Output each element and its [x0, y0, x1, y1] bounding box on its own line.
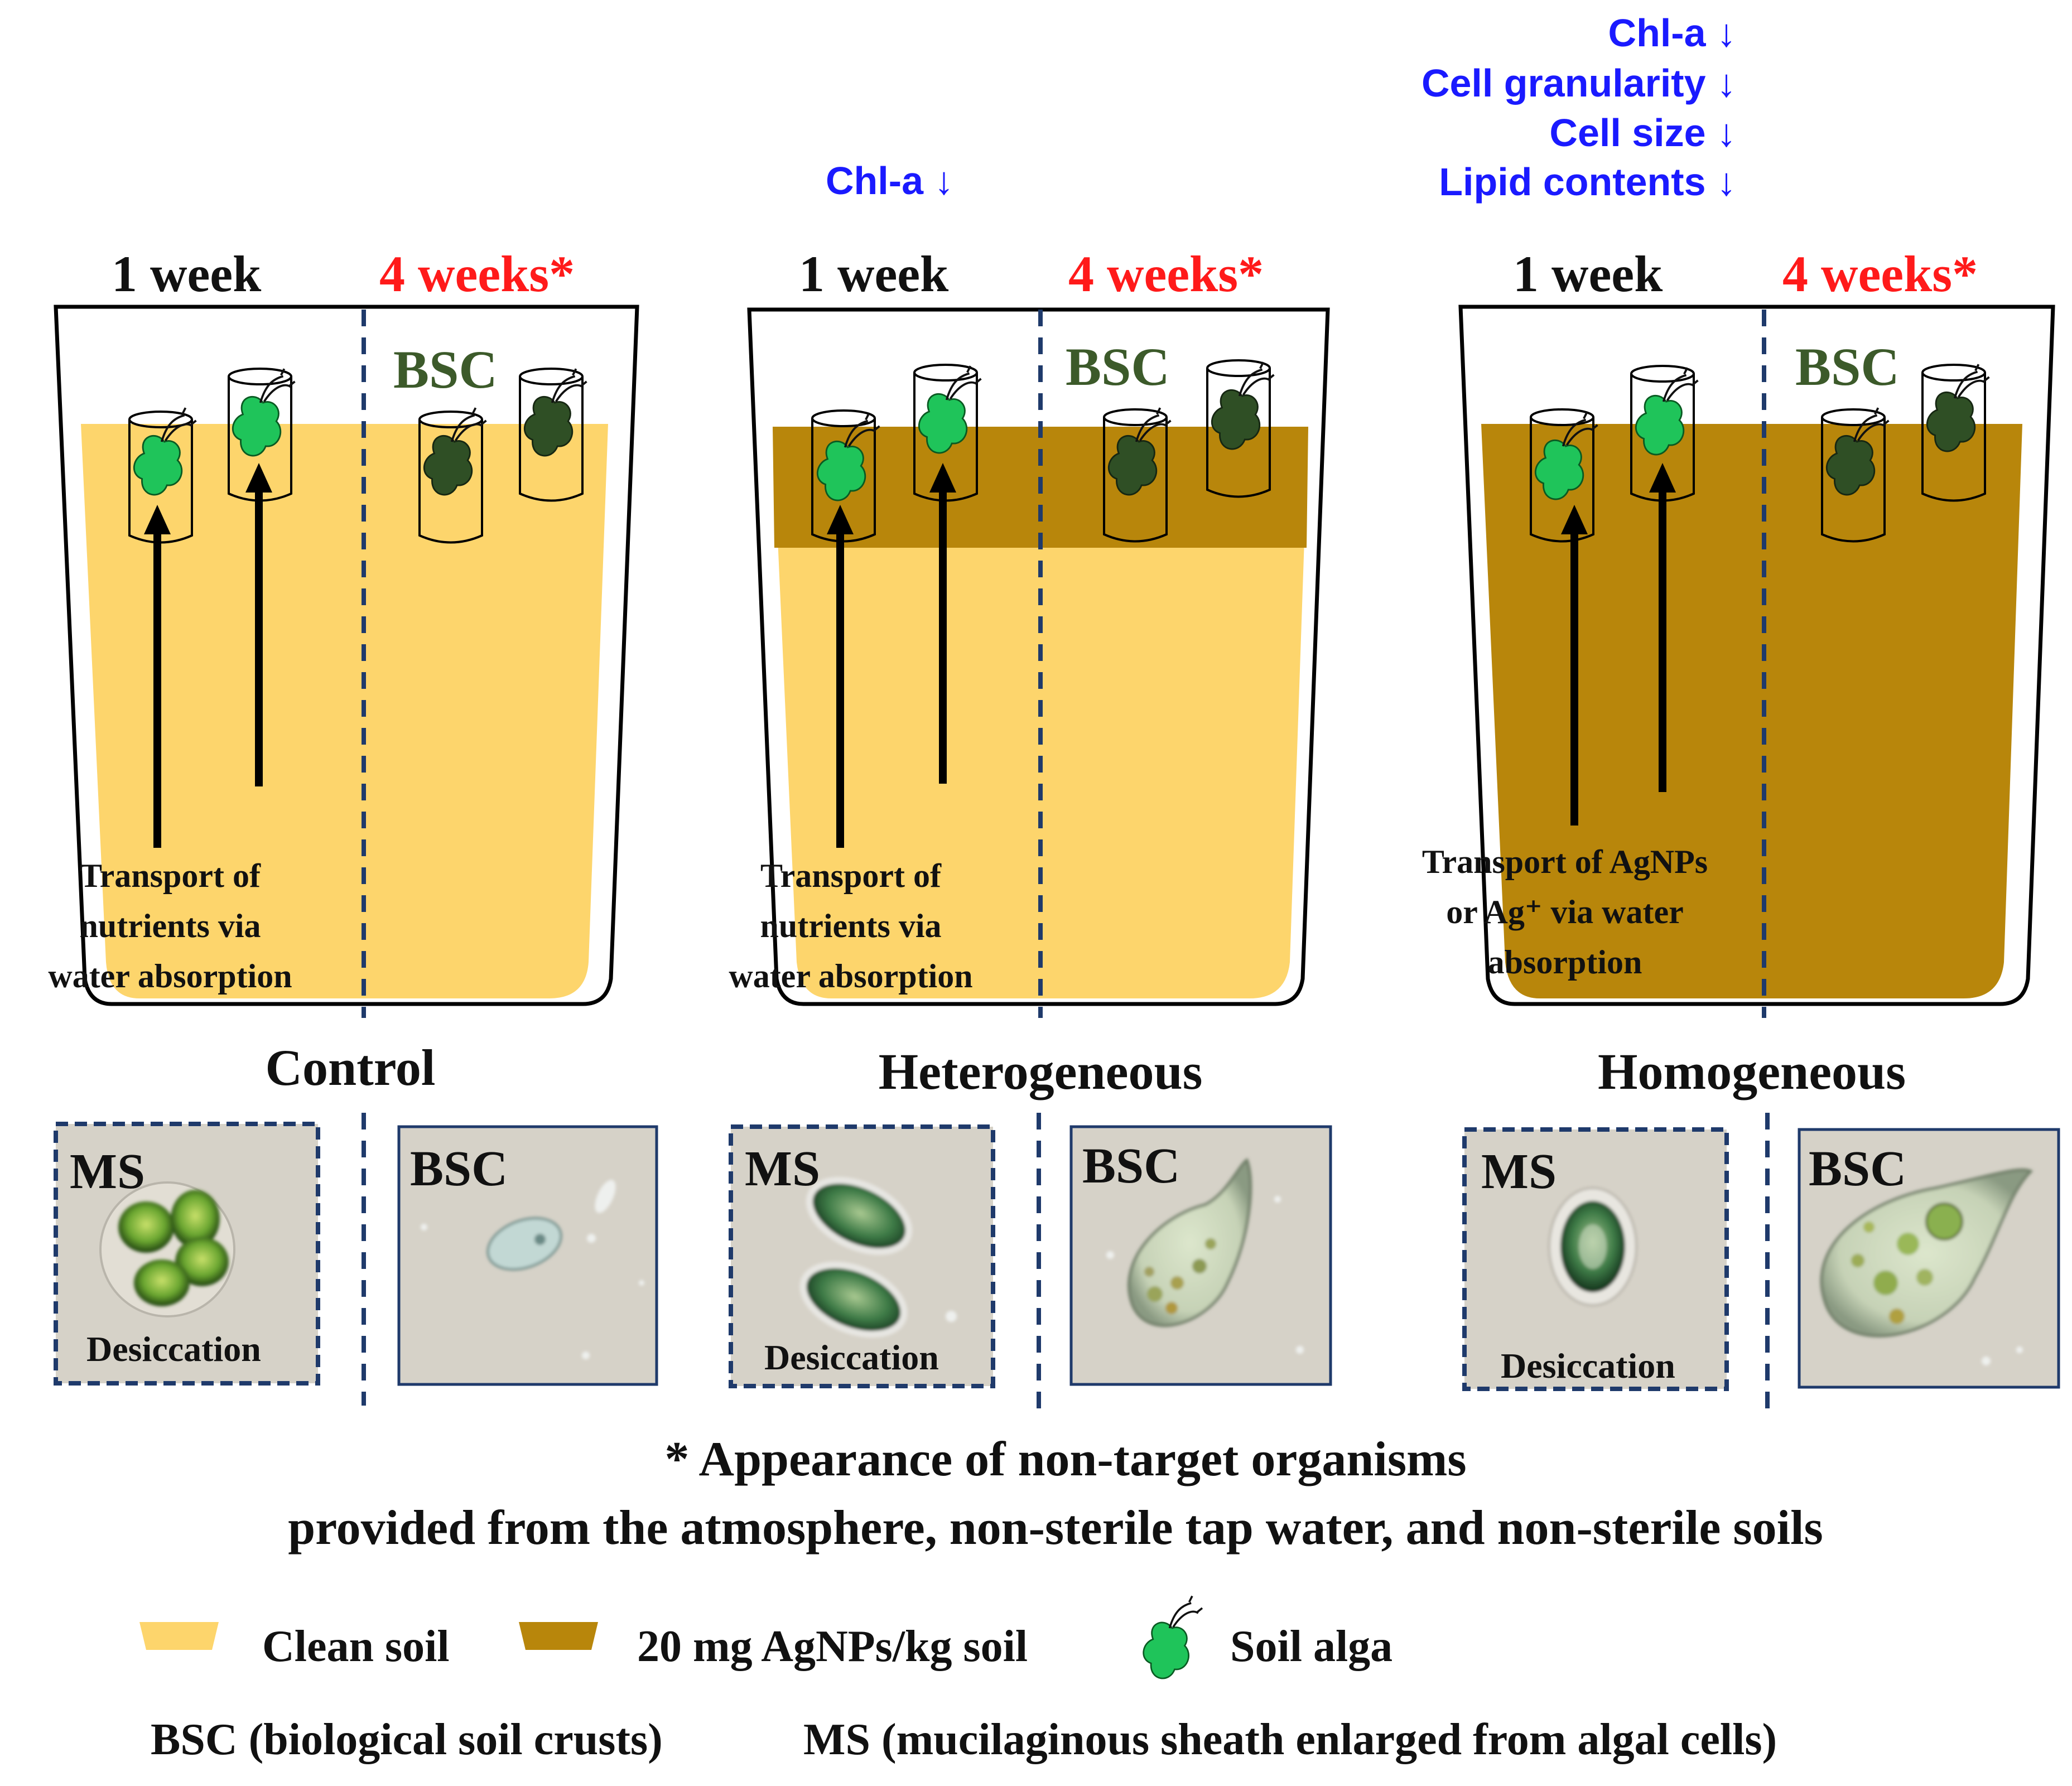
heterogeneous-effect-1: Chl-a ↓	[826, 159, 953, 202]
homogeneous-tube-4	[1921, 363, 1991, 502]
ms-label: MS	[1481, 1144, 1557, 1199]
transport-line: nutrients via	[79, 908, 261, 944]
clean-soil-swatch	[139, 1622, 219, 1650]
transport-line: nutrients via	[760, 908, 941, 944]
homogeneous-ms-micrograph: MS Desiccation	[1462, 1127, 1729, 1391]
legend-clean-soil: Clean soil	[262, 1622, 450, 1671]
transport-line: water absorption	[729, 958, 972, 995]
homogeneous-effect-4: Lipid contents ↓	[1439, 160, 1736, 204]
control-transport-text: Transport of nutrients via water absorpt…	[48, 857, 292, 995]
control-pot-outline	[54, 305, 639, 1006]
homogeneous-treatment-label: Homogeneous	[1598, 1043, 1906, 1100]
heterogeneous-week4-label: 4 weeks*	[1068, 245, 1264, 302]
transport-line: water absorption	[48, 958, 292, 995]
control-tube-4	[519, 368, 588, 502]
transport-line: absorption	[1488, 944, 1642, 981]
legend-bsc-definition: BSC (biological soil crusts)	[151, 1715, 663, 1764]
homogeneous-arrows	[1561, 463, 1676, 826]
bsc-micro-label: BSC	[410, 1141, 508, 1196]
footnote-line2: provided from the atmosphere, non-steril…	[288, 1501, 1823, 1555]
legend: Clean soil 20 mg AgNPs/kg soil Soil alga…	[139, 1595, 1777, 1764]
homogeneous-bsc-micrograph: BSC	[1798, 1128, 2060, 1389]
homogeneous-effect-2: Cell granularity ↓	[1422, 61, 1736, 105]
homogeneous-week1-label: 1 week	[1513, 245, 1663, 302]
bsc-micro-label: BSC	[1809, 1141, 1906, 1196]
homogeneous-transport-text: Transport of AgNPs or Ag⁺ via water abso…	[1422, 843, 1708, 981]
desiccation-label: Desiccation	[764, 1338, 939, 1377]
heterogeneous-tube-4	[1206, 359, 1275, 498]
homogeneous-effect-1: Chl-a ↓	[1608, 11, 1736, 55]
transport-line: Transport of	[760, 857, 942, 894]
ms-label: MS	[745, 1141, 820, 1196]
homogeneous-week4-label: 4 weeks*	[1782, 245, 1978, 302]
control-panel: 1 week 4 weeks* BSC	[48, 245, 639, 1096]
soil-alga-legend-icon	[1142, 1595, 1203, 1679]
ms-label: MS	[70, 1144, 145, 1199]
homogeneous-agnp-soil	[1481, 424, 2022, 998]
heterogeneous-tube-3	[1103, 407, 1172, 543]
legend-soil-alga: Soil alga	[1230, 1622, 1392, 1671]
control-treatment-label: Control	[266, 1039, 436, 1096]
control-ms-micrograph: MS Desiccation	[54, 1122, 320, 1386]
control-arrows	[144, 463, 272, 848]
heterogeneous-treatment-label: Heterogeneous	[879, 1043, 1203, 1100]
heterogeneous-ms-micrograph: MS Desiccation	[729, 1124, 995, 1388]
homogeneous-pot-outline	[1458, 305, 2055, 1006]
control-week4-label: 4 weeks*	[379, 245, 575, 302]
homogeneous-bsc-label: BSC	[1795, 337, 1900, 397]
homogeneous-effect-3: Cell size ↓	[1549, 111, 1736, 155]
desiccation-label: Desiccation	[86, 1329, 261, 1369]
heterogeneous-bsc-label: BSC	[1066, 337, 1170, 397]
control-tube-3	[418, 407, 488, 544]
transport-line: or Ag⁺ via water	[1446, 894, 1683, 930]
heterogeneous-week1-label: 1 week	[799, 245, 949, 302]
homogeneous-panel: 1 week 4 weeks* BSC	[1422, 245, 2055, 1100]
legend-agnp-soil: 20 mg AgNPs/kg soil	[637, 1622, 1028, 1671]
heterogeneous-arrows	[827, 463, 956, 848]
heterogeneous-transport-text: Transport of nutrients via water absorpt…	[729, 857, 972, 995]
homogeneous-tube-1	[1530, 408, 1599, 543]
homogeneous-micrographs: MS Desiccation BSC	[1462, 1113, 2060, 1420]
control-bsc-micrograph: BSC	[397, 1125, 658, 1386]
homogeneous-effects: Chl-a ↓ Cell granularity ↓ Cell size ↓ L…	[1422, 11, 1736, 204]
heterogeneous-bsc-micrograph: BSC	[1069, 1125, 1332, 1386]
control-clean-soil	[81, 424, 608, 998]
desiccation-label: Desiccation	[1501, 1346, 1675, 1386]
control-bsc-label: BSC	[393, 340, 498, 399]
homogeneous-tube-3	[1821, 407, 1890, 543]
control-micrographs: MS Desiccation BSC	[54, 1113, 658, 1406]
heterogeneous-panel: 1 week 4 weeks* BSC	[729, 245, 1330, 1100]
control-week1-label: 1 week	[112, 245, 262, 302]
footnote-line1: * Appearance of non-target organisms	[664, 1432, 1466, 1486]
heterogeneous-micrographs: MS Desiccation BSC	[729, 1113, 1332, 1420]
heterogeneous-pot-outline	[747, 307, 1330, 1006]
transport-line: Transport of	[80, 857, 261, 894]
transport-line: Transport of AgNPs	[1422, 843, 1708, 880]
bsc-micro-label: BSC	[1082, 1138, 1180, 1194]
agnp-soil-swatch	[519, 1622, 598, 1650]
legend-ms-definition: MS (mucilaginous sheath enlarged from al…	[803, 1715, 1777, 1764]
